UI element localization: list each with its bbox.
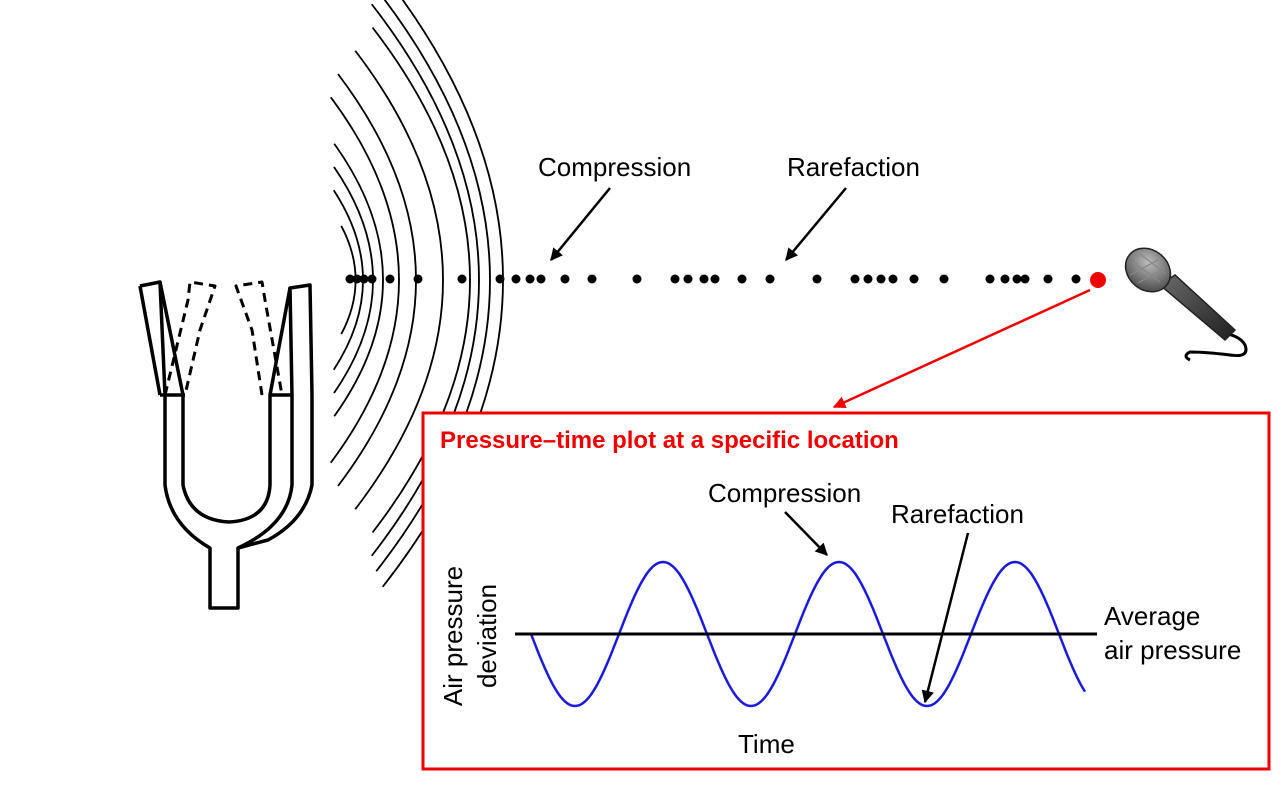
pressure-wave-line (529, 560, 1087, 708)
air-particle (863, 274, 873, 284)
wavefront-arc (354, 50, 444, 510)
air-particle (699, 274, 709, 284)
air-particle (385, 274, 395, 284)
air-particle (560, 274, 570, 284)
air-particle (457, 274, 467, 284)
air-particle (413, 274, 423, 284)
average-label-line1: Average (1104, 601, 1200, 631)
air-particle (683, 274, 693, 284)
air-particle (876, 274, 886, 284)
compression-arrow-plot (784, 511, 828, 556)
air-particle (670, 274, 680, 284)
air-particle (1043, 274, 1053, 284)
tuning-fork-icon (138, 280, 314, 610)
air-particle (536, 274, 546, 284)
average-label-line2: air pressure (1104, 635, 1241, 665)
air-particles (345, 274, 1081, 284)
air-particle (632, 274, 642, 284)
air-particle (359, 274, 369, 284)
air-particle (737, 274, 747, 284)
rarefaction-label-plot: Rarefaction (891, 499, 1024, 529)
plot-title: Pressure–time plot at a specific locatio… (440, 427, 899, 454)
air-particle (765, 274, 775, 284)
air-particle (345, 274, 355, 284)
air-particle (812, 274, 822, 284)
air-particle (888, 274, 898, 284)
air-particle (511, 274, 521, 284)
air-particle (495, 274, 505, 284)
air-particle (710, 274, 720, 284)
x-axis-label: Time (738, 729, 795, 759)
y-axis-label: Air pressure deviation (438, 566, 502, 706)
y-axis-label-line2: deviation (472, 584, 502, 688)
measurement-point (1090, 272, 1106, 288)
wavefront-arc (330, 96, 400, 464)
air-particle (587, 274, 597, 284)
air-particle (352, 274, 362, 284)
compression-arrow-top (550, 187, 611, 261)
microphone-icon (1124, 247, 1248, 362)
rarefaction-arrow-plot (921, 532, 970, 704)
air-particle (1020, 274, 1030, 284)
rarefaction-arrow-top (785, 187, 847, 261)
air-particle (525, 274, 535, 284)
air-particle (909, 274, 919, 284)
rarefaction-label-top: Rarefaction (787, 152, 920, 182)
air-particle (367, 274, 377, 284)
air-particle (985, 274, 995, 284)
air-particle (1012, 274, 1022, 284)
air-particle (939, 274, 949, 284)
air-particle (850, 274, 860, 284)
air-particle (1071, 274, 1081, 284)
compression-label-top: Compression (538, 152, 691, 182)
wavefront-arc (333, 143, 384, 417)
y-axis-label-line1: Air pressure (438, 566, 468, 706)
wavefront-arc (371, 26, 471, 534)
air-particle (1000, 274, 1010, 284)
compression-label-plot: Compression (708, 478, 861, 508)
plot-frame (421, 411, 1271, 771)
location-pointer-arrow (832, 288, 1091, 409)
